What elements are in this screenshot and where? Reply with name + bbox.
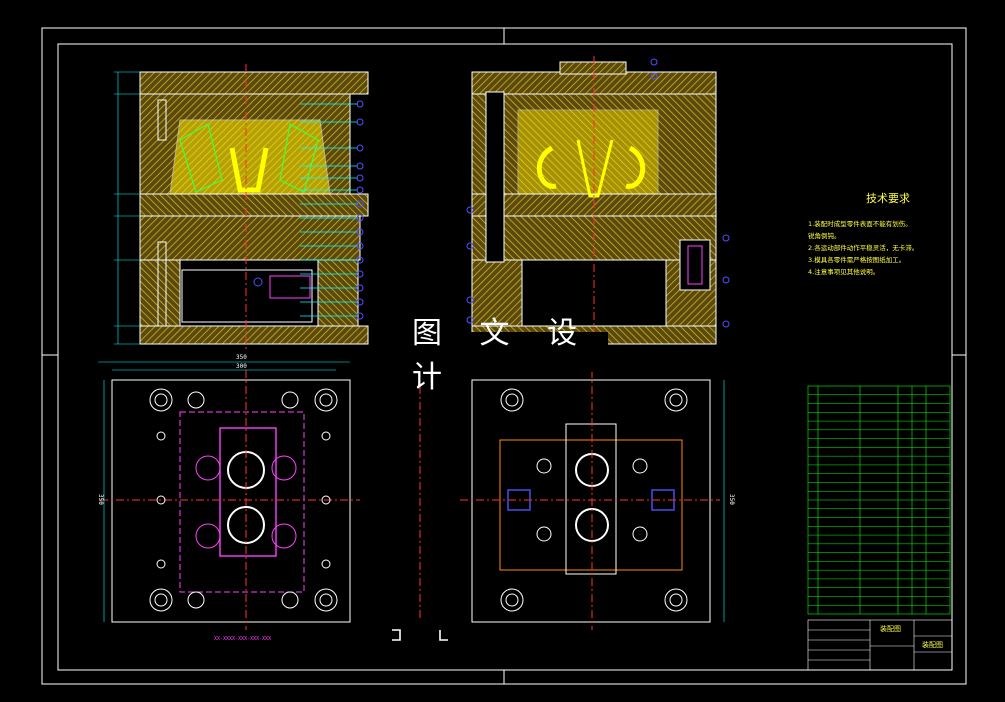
- inner-frame: [57, 43, 953, 671]
- watermark-banner: 图 文 设 计: [412, 316, 608, 395]
- right-view-balloons: [466, 58, 730, 328]
- tech-note-line: 4.注意事项见其他说明。: [808, 268, 880, 276]
- tech-note-line: 锐角倒钝。: [808, 232, 841, 240]
- tech-note-line: 1.装配时成型零件表面不能有划伤。: [808, 220, 912, 228]
- left-view-balloons: [253, 100, 364, 320]
- left-view-leaders: [300, 103, 358, 317]
- section-view-right: [471, 56, 717, 350]
- tech-note-line: 2.各运动部件动作平稳灵活，无卡滞。: [808, 244, 919, 252]
- tech-notes-title: 技术要求: [866, 192, 910, 205]
- technical-requirements: 技术要求 1.装配时成型零件表面不能有划伤。 锐角倒钝。 2.各运动部件动作平稳…: [808, 190, 968, 278]
- dim-plan-width-outer: 350: [236, 354, 247, 361]
- left-view-vertical-dims: [114, 71, 140, 345]
- plan-left-corner-bolts: [149, 388, 338, 612]
- dim-plan-width-inner: 300: [236, 363, 247, 370]
- bom-rows: [808, 394, 950, 606]
- watermark-text: 图 文 设 计: [412, 316, 592, 395]
- plan-right-corner-bolts: [500, 388, 688, 612]
- section-view-left: [139, 64, 369, 350]
- title-block-assembly-label: 装配图: [880, 625, 901, 633]
- plan-left-caption: XX-XXXX-XXX-XXX-XXX: [214, 636, 271, 642]
- dim-plan-height-right: 350: [728, 494, 735, 505]
- frame-ticks: [42, 28, 966, 684]
- view-marks: [392, 629, 448, 641]
- dim-plan-height: 350: [97, 494, 104, 505]
- tech-note-line: 3.模具各零件需严格按图纸加工。: [808, 256, 906, 264]
- plan-view-left: [100, 370, 360, 630]
- title-block-drawing-label: 装配图: [922, 641, 943, 649]
- plan-view-right: [460, 370, 720, 630]
- title-block: [807, 619, 953, 671]
- plan-left-dim-lines: [98, 361, 350, 622]
